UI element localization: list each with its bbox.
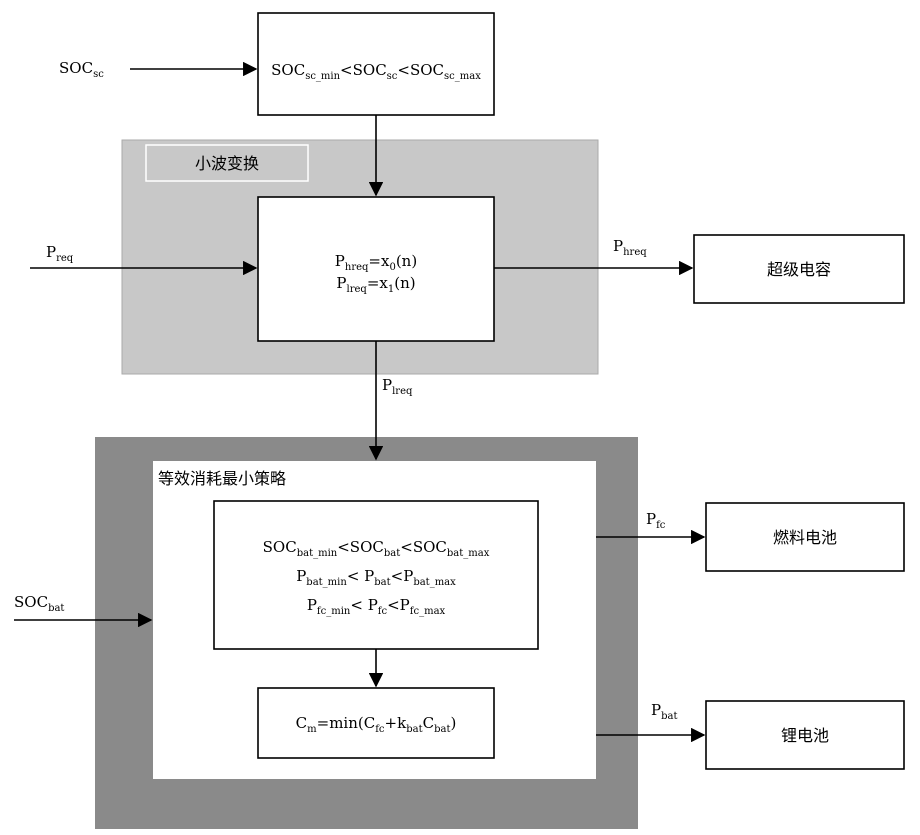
p-fc-label: Pfc <box>646 510 666 531</box>
soc-bat-label: SOCbat <box>14 593 64 614</box>
fuel-cell-label: 燃料电池 <box>773 528 837 547</box>
ecms-title: 等效消耗最小策略 <box>158 469 286 488</box>
p-lreq-label: Plreq <box>382 376 413 397</box>
wavelet-title: 小波变换 <box>195 154 259 173</box>
p-req-label: Preq <box>46 243 74 264</box>
p-bat-label: Pbat <box>651 701 677 722</box>
cost-function-box <box>258 688 494 758</box>
li-battery-label: 锂电池 <box>781 726 829 745</box>
supercap-label: 超级电容 <box>767 260 831 279</box>
ecms-constraints-box <box>214 501 538 649</box>
soc-sc-label: SOCsc <box>59 59 104 80</box>
p-hreq-label: Phreq <box>613 237 647 258</box>
